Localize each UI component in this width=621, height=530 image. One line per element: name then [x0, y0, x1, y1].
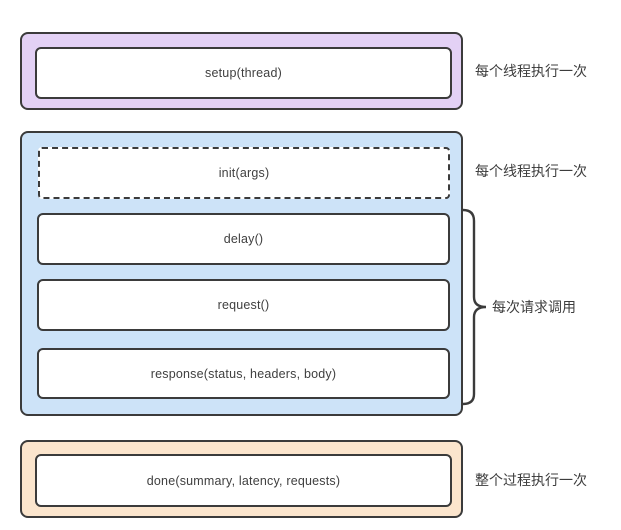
brace-path	[461, 208, 487, 406]
setup-phase-group: setup(thread)	[20, 32, 463, 110]
request-node-label: request()	[217, 298, 270, 312]
thread-loop-group: init(args) delay() request() response(st…	[20, 131, 463, 416]
done-phase-annotation: 整个过程执行一次	[475, 472, 587, 488]
done-node-label: done(summary, latency, requests)	[146, 473, 341, 488]
setup-phase-annotation: 每个线程执行一次	[475, 63, 587, 79]
init-annotation: 每个线程执行一次	[475, 163, 587, 179]
init-node: init(args)	[38, 147, 450, 199]
per-request-annotation: 每次请求调用	[492, 299, 576, 315]
request-node: request()	[37, 279, 450, 331]
done-node: done(summary, latency, requests)	[35, 454, 452, 507]
per-request-brace	[461, 208, 487, 406]
setup-node: setup(thread)	[35, 47, 452, 99]
response-node: response(status, headers, body)	[37, 348, 450, 399]
setup-node-label: setup(thread)	[205, 66, 282, 80]
delay-node-label: delay()	[223, 232, 264, 246]
done-phase-group: done(summary, latency, requests)	[20, 440, 463, 518]
delay-node: delay()	[37, 213, 450, 265]
response-node-label: response(status, headers, body)	[150, 366, 337, 381]
init-node-label: init(args)	[218, 166, 270, 180]
